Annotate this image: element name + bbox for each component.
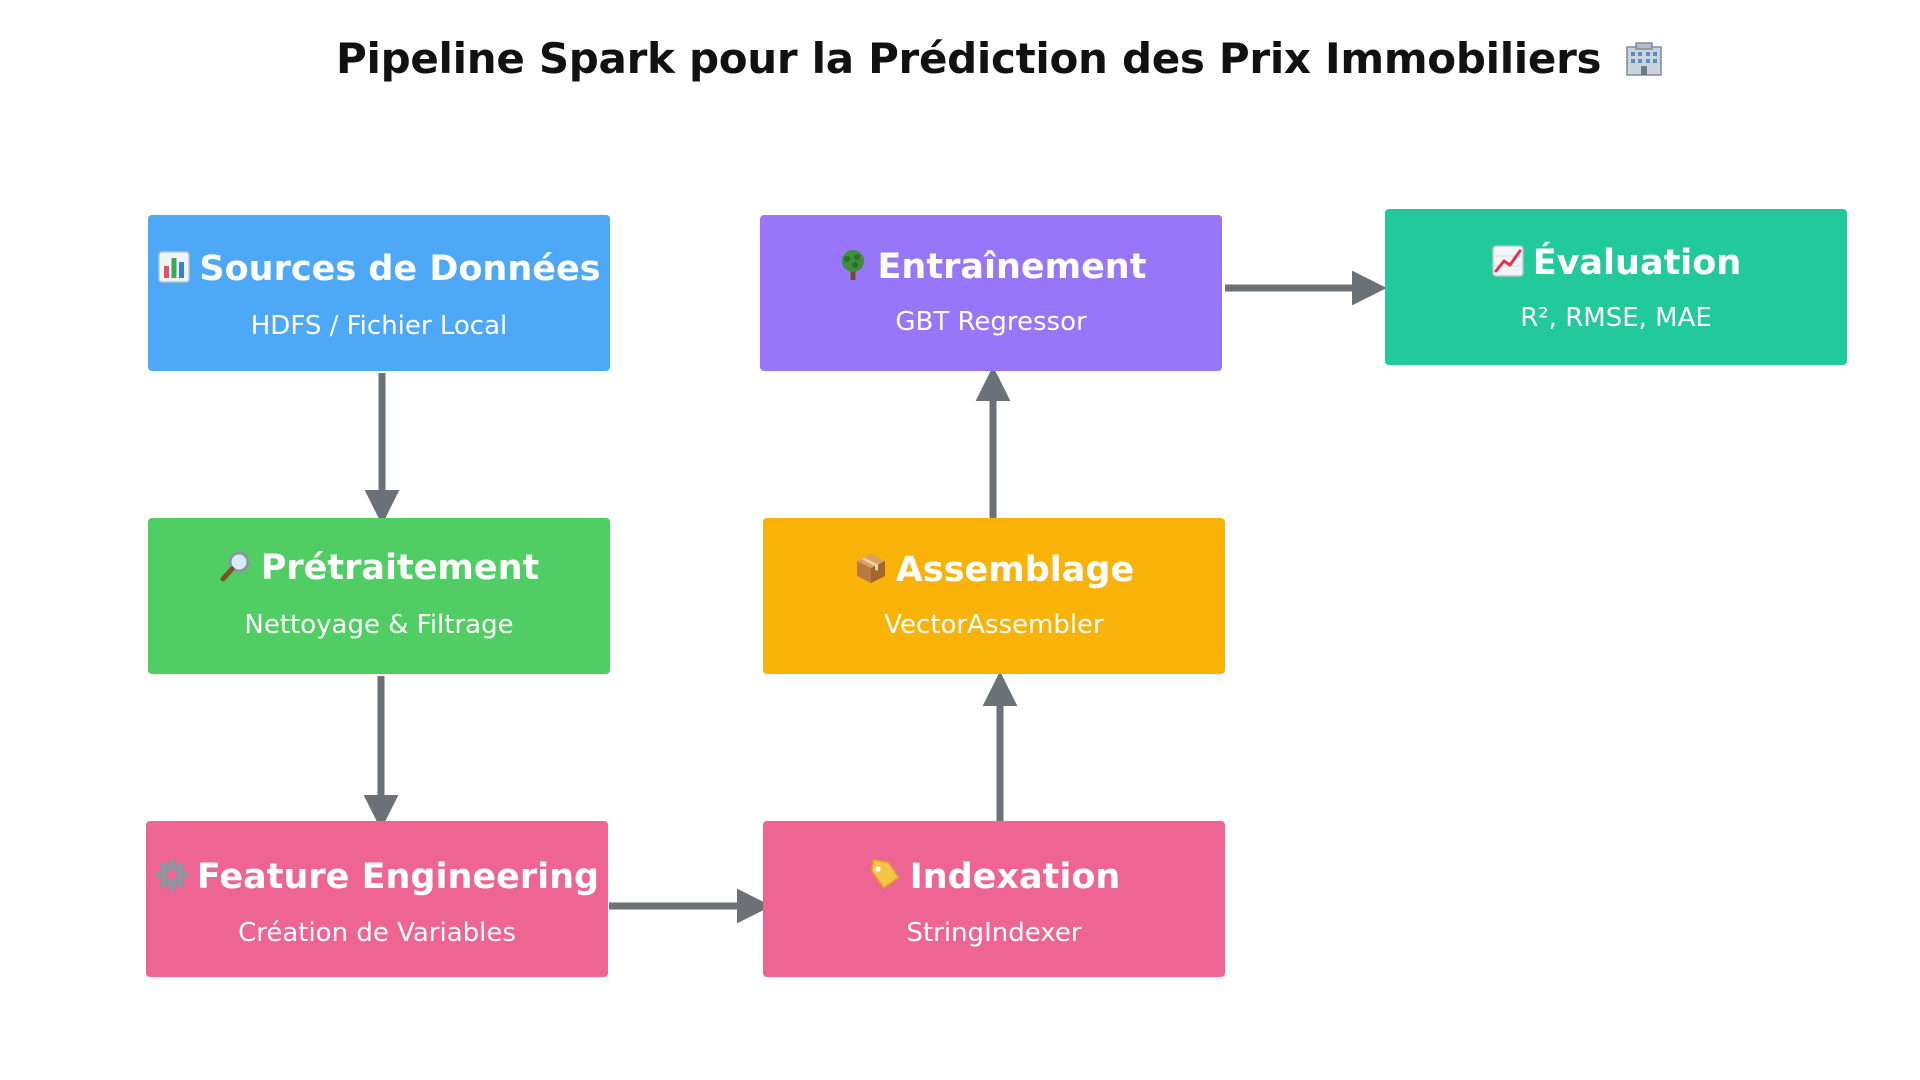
node-entrainement-title: Entraînement — [877, 247, 1147, 287]
node-evaluation-title: Évaluation — [1532, 243, 1742, 283]
node-feature-subtitle: Création de Variables — [238, 918, 516, 948]
node-indexation: Indexation StringIndexer — [763, 821, 1225, 977]
package-icon — [856, 554, 885, 583]
trend-chart-icon — [1491, 245, 1524, 277]
node-sources: Sources de Données HDFS / Fichier Local — [148, 215, 610, 371]
node-indexation-title: Indexation — [909, 857, 1121, 897]
node-indexation-subtitle: StringIndexer — [906, 918, 1082, 948]
node-entrainement: Entraînement GBT Regressor — [760, 215, 1222, 371]
node-sources-title: Sources de Données — [199, 249, 601, 289]
office-building-icon — [1625, 42, 1662, 76]
node-entrainement-subtitle: GBT Regressor — [895, 307, 1087, 337]
tree-icon — [841, 250, 864, 280]
node-feature-title: Feature Engineering — [196, 857, 600, 897]
node-pretraitement-title: Prétraitement — [260, 548, 540, 588]
node-assemblage-title: Assemblage — [895, 550, 1135, 590]
page-title: Pipeline Spark pour la Prédiction des Pr… — [336, 34, 1664, 83]
node-evaluation-subtitle: R², RMSE, MAE — [1520, 303, 1712, 333]
node-pretraitement-subtitle: Nettoyage & Filtrage — [244, 610, 514, 640]
node-assemblage-subtitle: VectorAssembler — [884, 610, 1104, 640]
node-pretraitement: Prétraitement Nettoyage & Filtrage — [148, 518, 610, 674]
node-feature: Feature Engineering Création de Variable… — [146, 821, 608, 977]
gear-icon — [155, 859, 188, 891]
magnifier-icon — [220, 551, 250, 582]
node-sources-subtitle: HDFS / Fichier Local — [250, 311, 508, 341]
label-tag-icon — [870, 858, 900, 890]
title-text: Pipeline Spark pour la Prédiction des Pr… — [336, 34, 1602, 83]
node-evaluation: Évaluation R², RMSE, MAE — [1385, 209, 1847, 365]
bar-chart-icon — [158, 251, 191, 283]
node-assemblage: Assemblage VectorAssembler — [763, 518, 1225, 674]
